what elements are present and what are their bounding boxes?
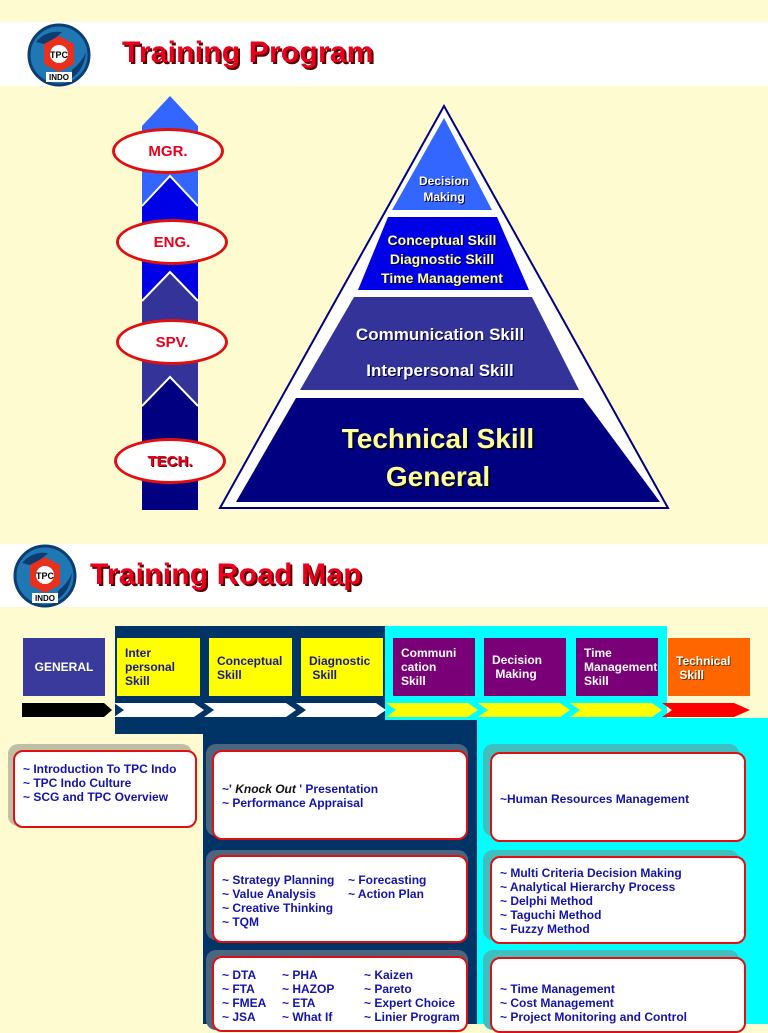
level-badge-spv: SPV. <box>116 319 228 365</box>
card-conceptual-topics: ~ Strategy Planning ~ Value Analysis ~ C… <box>212 855 468 943</box>
card-diagnostic-topics: ~ DTA ~ FTA ~ FMEA ~ JSA ~ PHA ~ HAZOP ~… <box>212 956 468 1032</box>
card-decision-making-topics: ~ Multi Criteria Decision Making ~ Analy… <box>490 856 746 944</box>
slide1-title: Training Program <box>122 36 374 69</box>
slide1-title-band <box>0 22 768 86</box>
card-communication-topics: ~Human Resources Management <box>490 752 746 842</box>
svg-text:TPC: TPC <box>50 50 69 60</box>
pyramid-level-decision: Decision Making <box>418 174 469 204</box>
slide2-title: Training Road Map <box>90 558 362 591</box>
level-badge-tech: TECH. <box>114 438 226 484</box>
tpc-indo-logo-icon: TPC INDO <box>27 23 91 87</box>
step-technical-skill: Technical Skill <box>668 638 750 696</box>
tpc-indo-logo-icon: TPC INDO <box>13 544 77 608</box>
svg-text:TPC: TPC <box>36 571 55 581</box>
pyramid-level-conceptual: Conceptual Skill Diagnostic Skill Time M… <box>381 232 503 286</box>
step-general: GENERAL <box>23 638 105 696</box>
step-diagnostic-skill: Diagnostic Skill <box>301 638 383 696</box>
card-time-management-topics: ~ Time Management ~ Cost Management ~ Pr… <box>490 957 746 1033</box>
svg-text:INDO: INDO <box>35 594 55 603</box>
pyramid-level-technical: Technical Skill General <box>341 423 535 492</box>
slide2-title-band <box>0 544 768 607</box>
roadmap-progress-arrows <box>22 703 750 717</box>
step-decision-making: Decision Making <box>484 638 566 696</box>
skill-pyramid <box>218 104 670 509</box>
svg-text:INDO: INDO <box>49 73 69 82</box>
card-general-topics: ~ Introduction To TPC Indo ~ TPC Indo Cu… <box>13 750 197 828</box>
pyramid-level-communication: Communication Skill Interpersonal Skill <box>355 325 525 380</box>
level-badge-mgr: MGR. <box>112 128 224 174</box>
card-interpersonal-topics: ~' Knock Out ' Presentation ~ Performanc… <box>212 750 468 840</box>
level-badge-eng: ENG. <box>116 219 228 265</box>
